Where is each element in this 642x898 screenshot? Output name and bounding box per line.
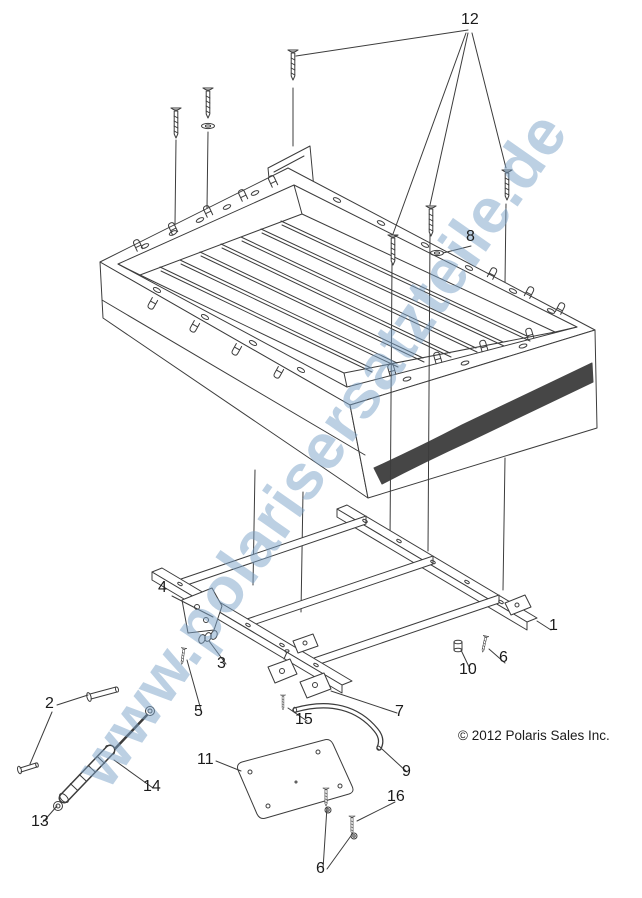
callout-14: 14 — [143, 778, 161, 795]
callout-10: 10 — [459, 661, 477, 678]
gas-strut-group — [53, 706, 155, 811]
callout-5: 5 — [194, 703, 203, 720]
callout-2: 2 — [45, 695, 54, 712]
callout-13: 13 — [31, 813, 49, 830]
pivot-bracket-group — [178, 587, 223, 665]
spring-part-3 — [198, 630, 218, 644]
latch-bracket-a-part-7 — [267, 658, 298, 684]
bolt-part-15 — [280, 694, 286, 711]
assembly-axis-lines — [174, 87, 507, 285]
callout-8: 8 — [466, 228, 475, 245]
callout-7: 7 — [395, 703, 404, 720]
callout-3: 3 — [217, 655, 226, 672]
callout-16: 16 — [387, 788, 405, 805]
callout-12: 12 — [461, 11, 479, 28]
callout-15: 15 — [295, 711, 313, 728]
callout-6-bottom: 6 — [316, 860, 325, 877]
spacer-part-10 — [453, 639, 463, 653]
callout-11: 11 — [197, 751, 214, 768]
pivot-bracket-part-4 — [181, 587, 223, 634]
latch-bracket-group — [267, 649, 332, 711]
leader-lines — [29, 29, 552, 870]
callout-9: 9 — [402, 763, 411, 780]
clevis-pins-part-2 — [17, 686, 120, 775]
rim-slots — [140, 190, 556, 382]
screw-part-6-right — [479, 635, 489, 653]
washer-top — [201, 122, 215, 130]
callout-6-right: 6 — [499, 649, 508, 666]
latch-bracket-b-part-7 — [299, 672, 332, 699]
callout-4: 4 — [158, 579, 167, 596]
skid-plate-part-11 — [237, 739, 354, 819]
strut-upper-eyelet — [145, 706, 155, 716]
strut-lower-eyelet — [53, 801, 63, 811]
screw-part-16-b — [348, 815, 356, 835]
washer-part-6-a — [324, 806, 332, 814]
copyright-notice: © 2012 Polaris Sales Inc. — [458, 728, 610, 743]
floor-ribs — [159, 220, 531, 373]
cargo-box — [99, 145, 598, 499]
bolt-part-5 — [178, 647, 187, 665]
assembly-axis-lines-lower — [252, 233, 506, 613]
callout-1: 1 — [549, 617, 558, 634]
support-rod-part-9 — [292, 703, 384, 751]
